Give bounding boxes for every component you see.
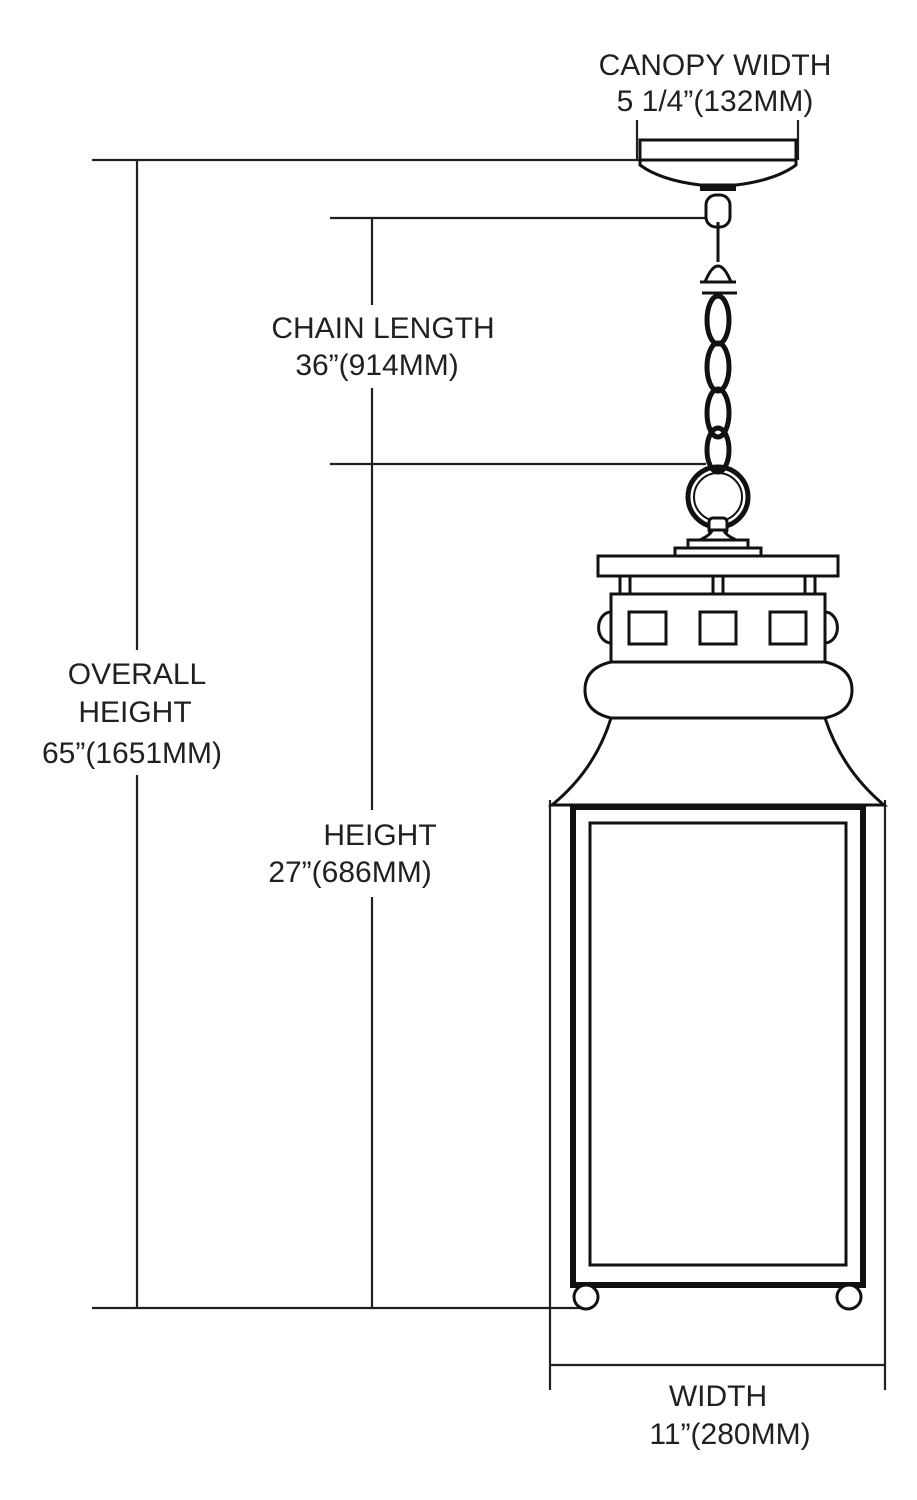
canopy-dome	[638, 158, 798, 187]
flared-roof	[547, 716, 889, 807]
canopy-plate	[638, 138, 798, 162]
chain-length-value: 36”(914MM)	[295, 349, 458, 382]
hanging-ring-inner	[693, 472, 743, 522]
chain-link	[704, 386, 732, 440]
foot-left	[572, 1283, 600, 1311]
width-value: 11”(280MM)	[649, 1418, 810, 1451]
gallery-window	[627, 610, 668, 646]
chain-hook	[703, 264, 733, 283]
chain-link	[704, 340, 732, 394]
post	[618, 574, 632, 596]
canopy-neck	[700, 185, 736, 191]
foot-right	[835, 1283, 863, 1311]
gallery-window	[768, 610, 808, 646]
side-loop-right	[824, 610, 839, 645]
bulge-band	[583, 660, 854, 720]
finial-base	[699, 528, 737, 542]
side-loop-left	[597, 610, 612, 645]
overall-height-title-1: OVERALL	[68, 658, 206, 691]
canopy-width-value: 5 1/4”(132MM)	[617, 85, 814, 118]
gallery-window	[698, 610, 738, 646]
post	[711, 574, 725, 596]
glass-panel	[588, 821, 848, 1267]
top-plate	[596, 554, 840, 578]
lantern-illustration	[547, 138, 889, 1311]
body-frame	[570, 804, 866, 1288]
chain-link	[704, 293, 732, 347]
height-value: 27”(686MM)	[268, 856, 431, 889]
overall-height-title-2: HEIGHT	[78, 696, 191, 729]
height-title: HEIGHT	[323, 819, 436, 852]
overall-height-value: 65”(1651MM)	[42, 737, 222, 770]
width-title: WIDTH	[669, 1380, 767, 1413]
post	[803, 574, 817, 596]
chain-links	[704, 293, 732, 475]
dimension-lines	[92, 120, 887, 1390]
canopy-width-title: CANOPY WIDTH	[599, 49, 832, 82]
chain-length-title: CHAIN LENGTH	[271, 312, 494, 345]
